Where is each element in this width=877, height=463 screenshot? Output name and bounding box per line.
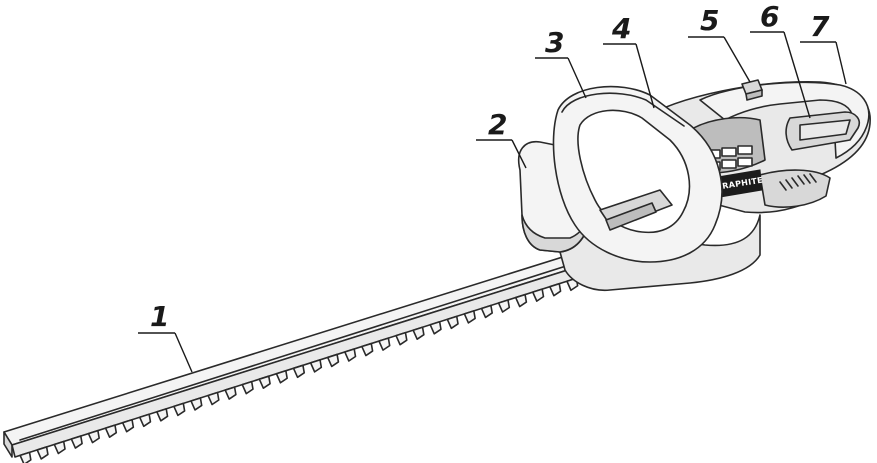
blade-tooth: [446, 315, 459, 330]
blade-tooth: [531, 288, 545, 302]
blade-tooth: [429, 320, 442, 335]
callout-number-1: 1: [150, 300, 169, 333]
blade-tooth: [173, 402, 186, 417]
callout-number-7: 7: [810, 10, 830, 43]
leader-line-2b: [511, 139, 527, 169]
blade-teeth: [19, 272, 596, 463]
callout-number-5: 5: [700, 4, 719, 37]
vent-slots: [779, 173, 817, 191]
blade-tooth: [156, 408, 169, 422]
leader-line-1b: [174, 332, 193, 373]
blade-tooth: [292, 364, 306, 379]
callout-number-3: 3: [545, 26, 564, 59]
blade-tooth: [36, 446, 49, 460]
callout-number-4: 4: [611, 12, 631, 45]
blade-tooth: [121, 418, 135, 433]
callout-number-6: 6: [760, 0, 779, 33]
leader-line-4b: [635, 43, 655, 109]
blade-tooth: [53, 440, 66, 455]
callout-number-2: 2: [488, 108, 507, 141]
blade-tooth: [344, 348, 357, 362]
front-handle: [552, 85, 723, 263]
leader-line-3b: [567, 57, 587, 99]
blade-tooth: [207, 391, 220, 406]
blade-tooth: [549, 282, 562, 297]
leader-line-5b: [723, 36, 751, 83]
blade-tooth: [514, 293, 528, 308]
blade-tooth: [275, 369, 288, 384]
blade-tooth: [378, 337, 391, 351]
blade-tooth: [463, 310, 476, 324]
blade-tooth: [258, 375, 271, 389]
leader-line-6b: [783, 31, 811, 119]
blade-tooth: [104, 424, 118, 438]
blade-tooth: [224, 386, 237, 400]
blade-tooth: [412, 326, 425, 341]
blade-tooth: [480, 304, 494, 319]
blade-tooth: [70, 435, 83, 449]
blade-tooth: [395, 331, 408, 346]
blade-tooth: [138, 413, 152, 428]
blade-tooth: [361, 342, 374, 357]
blade-tooth: [241, 380, 254, 395]
leader-line-7b: [835, 41, 847, 85]
blade-tooth: [326, 353, 340, 368]
blade-tooth: [309, 359, 323, 373]
blade-tooth: [19, 451, 32, 463]
blade-tooth: [190, 397, 203, 411]
blade-tooth: [497, 299, 511, 313]
blade: [3, 249, 597, 463]
blade-tooth: [87, 429, 100, 444]
callouts: 1 2 3 4 5 6 7: [138, 0, 847, 373]
